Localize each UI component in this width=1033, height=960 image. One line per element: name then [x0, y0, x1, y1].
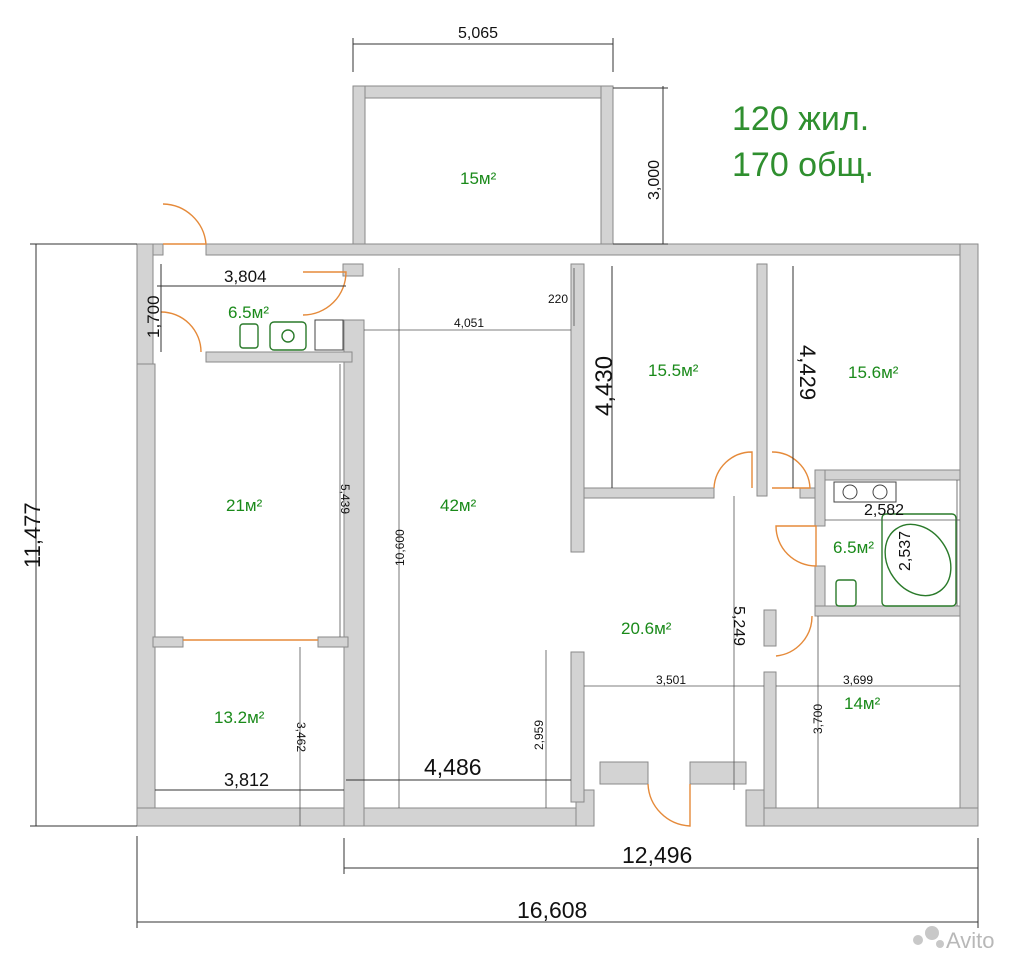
wall-room21-living [343, 319, 365, 827]
wall-room156-bottom-stub [799, 487, 816, 499]
dimension-label: 3,699 [843, 673, 873, 687]
dimension-label: 16,608 [517, 897, 587, 923]
wall-room14-left-upper [763, 609, 777, 647]
door-room14 [775, 615, 813, 657]
dimension-lines [30, 38, 979, 928]
living-area-label: 120 жил. [732, 100, 869, 138]
dimension-label: 5,249 [730, 606, 747, 646]
room-area-room155: 15.5м² [648, 361, 699, 380]
dimension-label: 3,462 [294, 722, 308, 752]
door-front [647, 783, 691, 827]
dimension-label: 4,430 [591, 356, 618, 416]
wall-room155-bottom [583, 487, 715, 499]
fixtures [239, 319, 957, 607]
shower-icon [314, 319, 344, 351]
balcony-wall-top [352, 85, 614, 99]
room-area-balcony: 15м² [460, 169, 497, 188]
entry-wall-right [745, 789, 765, 827]
dimension-label: 4,429 [795, 345, 820, 400]
entry-niche-right [689, 761, 747, 785]
dimension-label: 1,700 [144, 295, 163, 338]
wall-stub-top [342, 263, 364, 277]
sink-basin-icon [281, 329, 295, 343]
dimension-label: 3,501 [656, 673, 686, 687]
wall-room21-bottom-r [317, 636, 349, 648]
room-area-room156: 15.6м² [848, 363, 899, 382]
wall-room155-156 [756, 263, 768, 497]
dimension-label: 220 [548, 292, 568, 306]
room-area-living: 42м² [440, 496, 477, 515]
sink-basin-icon [872, 484, 888, 500]
room-area-bath-right: 6.5м² [833, 538, 874, 557]
wall-bath-right-bottom [814, 605, 961, 617]
avito-logo-text: Avito [946, 928, 995, 953]
dimension-label: 3,804 [224, 267, 267, 286]
balcony-wall-left [352, 85, 366, 245]
exterior-wall-bottom-right [745, 807, 979, 827]
wall-bath-right-left-upper [814, 469, 826, 527]
entry-niche-left [599, 761, 649, 785]
room-area-room21: 21м² [226, 496, 263, 515]
wall-room21-bottom-l [152, 636, 184, 648]
wall-living-right-upper [570, 263, 585, 553]
wall-bath-right-top [814, 469, 961, 481]
dimension-label: 3,700 [811, 704, 825, 734]
sink-basin-icon [842, 484, 858, 500]
dimension-label: 2,537 [897, 531, 914, 571]
exterior-wall-top [205, 243, 979, 256]
exterior-wall-bottom-left [136, 807, 363, 827]
room-area-bath-left: 6.5м² [228, 303, 269, 322]
bathtub-basin-icon [884, 523, 952, 597]
doors [160, 203, 817, 827]
door-room155 [713, 451, 753, 489]
door-room156 [771, 451, 811, 489]
avito-dot-icon [913, 935, 923, 945]
dimension-label: 12,496 [622, 842, 692, 868]
exterior-wall-left [136, 363, 156, 827]
dimension-label: 3,812 [224, 770, 269, 790]
dimension-label: 2,582 [864, 502, 904, 519]
wall-living-right-lower [570, 651, 585, 803]
toilet-icon [239, 323, 259, 349]
avito-dot-icon [936, 940, 944, 948]
room-area-room132: 13.2м² [214, 708, 265, 727]
door-bath-left [302, 271, 347, 316]
dimension-label: 11,477 [20, 502, 45, 568]
dimension-label: 4,051 [454, 316, 484, 330]
door-corridor-left [160, 311, 202, 353]
wall-room14-left-lower [763, 671, 777, 809]
wall-bath-left-bottom [205, 351, 353, 363]
door-entrance-swing [162, 203, 207, 245]
room-area-room14: 14м² [844, 694, 881, 713]
dimension-label: 3,000 [646, 160, 663, 200]
dimension-label: 5,065 [458, 25, 498, 42]
exterior-wall-right [959, 243, 979, 827]
dimension-label: 2,959 [532, 720, 546, 750]
avito-watermark: Avito [913, 926, 995, 953]
balcony-wall-right [600, 85, 614, 245]
dimension-label: 10,600 [393, 529, 407, 566]
walls [136, 85, 979, 827]
avito-dot-icon [925, 926, 939, 940]
door-bath-right [775, 525, 817, 567]
toilet-icon [835, 579, 857, 607]
dimension-label: 4,486 [424, 754, 482, 780]
exterior-wall-bottom-mid [343, 807, 589, 827]
room-area-hall: 20.6м² [621, 619, 672, 638]
dimension-label: 5,439 [338, 484, 352, 514]
total-area-label: 170 общ. [732, 146, 874, 184]
